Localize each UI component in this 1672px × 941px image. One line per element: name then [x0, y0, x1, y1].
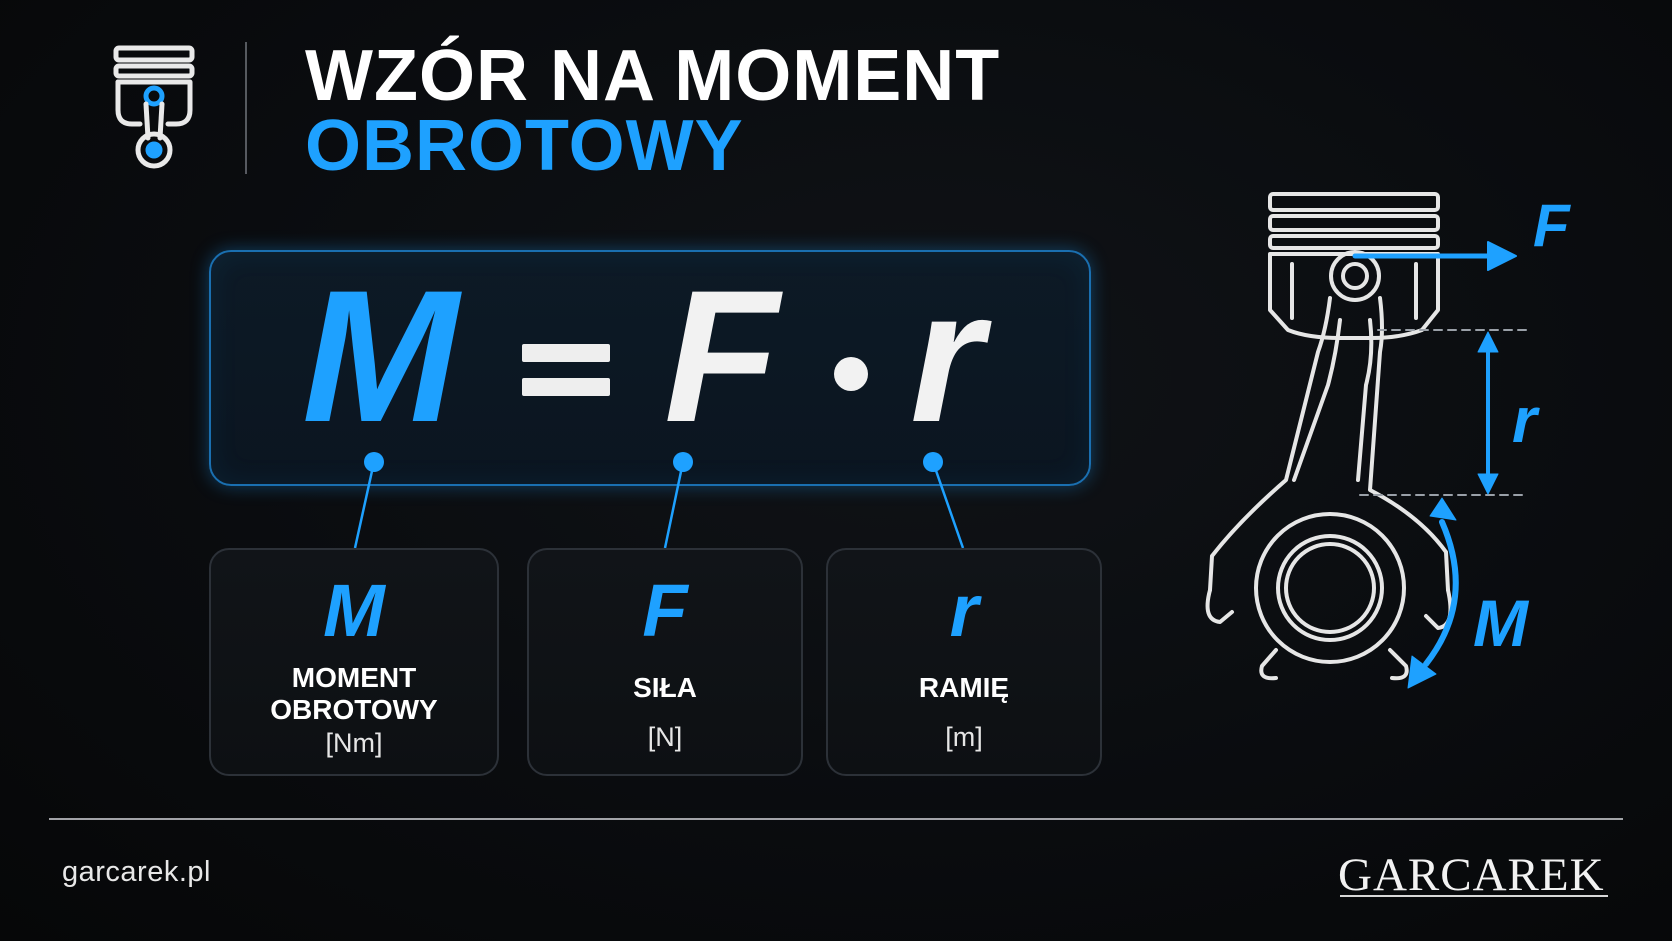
card-symbol: r [949, 569, 979, 652]
card-unit: [Nm] [325, 728, 383, 758]
formula-symbol-f: F [664, 251, 779, 461]
multiplication-dot [834, 357, 868, 391]
card-unit: [m] [945, 722, 983, 752]
header-divider [245, 42, 247, 174]
card-name: RAMIĘ [918, 672, 1010, 703]
brand-logo: GARCAREK [1338, 849, 1605, 901]
arm-label: r [1512, 384, 1537, 456]
torque-label: M [1473, 586, 1528, 660]
equals-sign [522, 344, 610, 396]
footer-divider [49, 818, 1623, 820]
card-name: SIŁA [633, 672, 697, 703]
card-name: MOMENT OBROTOWY [270, 662, 438, 725]
card-unit: [N] [647, 722, 683, 752]
card-symbol: M [323, 569, 385, 652]
formula-box [209, 250, 1091, 486]
card-moment: M MOMENT OBROTOWY [Nm] [209, 548, 499, 776]
brand-logo-underline [1340, 895, 1608, 897]
card-force: F SIŁA [N] [527, 548, 803, 776]
card-arm: r RAMIĘ [m] [826, 548, 1102, 776]
force-label: F [1533, 192, 1570, 259]
title-line-1: WZÓR NA MOMENT [305, 36, 1001, 116]
title-line-2: OBROTOWY [305, 106, 744, 186]
footer-url[interactable]: garcarek.pl [62, 856, 211, 888]
card-symbol: F [642, 569, 688, 652]
formula-symbol-m: M [302, 251, 459, 461]
formula-symbol-r: r [910, 251, 984, 461]
piston-icon [112, 44, 196, 172]
piston-connecting-rod-icon [1180, 180, 1610, 720]
